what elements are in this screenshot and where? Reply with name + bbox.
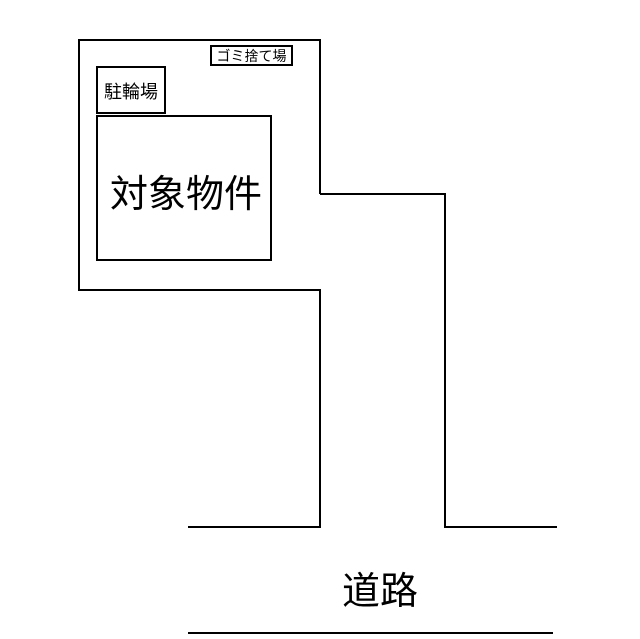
bicycle-parking-label: 駐輪場 <box>104 82 158 103</box>
target-property-label: 対象物件 <box>110 172 262 216</box>
lot-boundary <box>78 39 321 528</box>
road-label: 道路 <box>342 569 418 613</box>
right-boundary <box>320 193 557 528</box>
trash-area: ゴミ捨て場 <box>210 45 293 66</box>
target-property: 対象物件 <box>96 115 272 261</box>
trash-area-label: ゴミ捨て場 <box>217 48 287 65</box>
bicycle-parking: 駐輪場 <box>96 66 166 114</box>
